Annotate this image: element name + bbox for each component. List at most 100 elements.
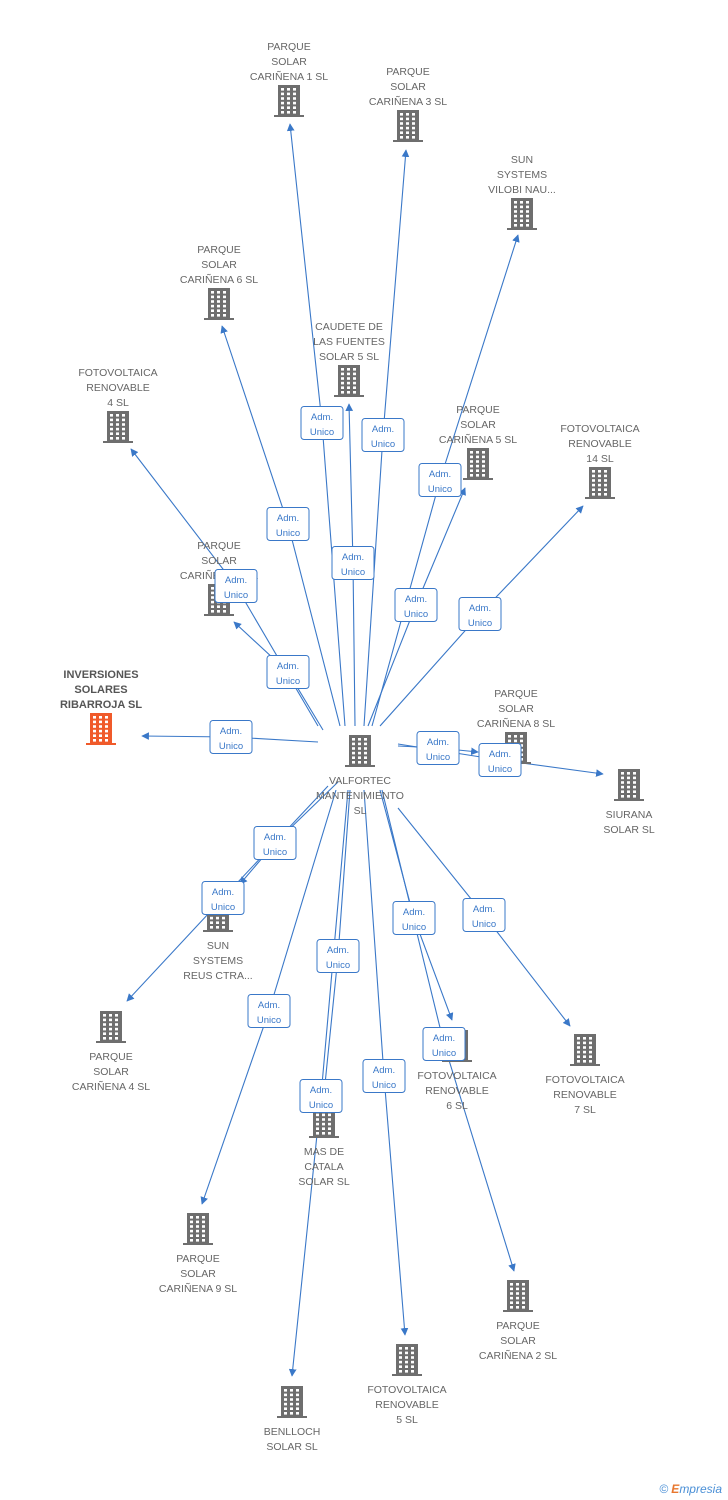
building-icon[interactable] xyxy=(503,1280,533,1312)
edge-label-box[interactable]: Adm.Unico xyxy=(361,418,405,452)
node-label-line: 4 SL xyxy=(107,397,129,409)
edge-label-frame xyxy=(299,1079,343,1113)
node-label-line: PARQUE xyxy=(197,244,241,256)
node-label-line: SUN xyxy=(511,154,533,166)
edge-label-frame xyxy=(300,406,344,440)
edge-label-box[interactable]: Adm.Unico xyxy=(394,588,438,622)
edge-label-box[interactable]: Adm.Unico xyxy=(299,1079,343,1113)
edge-label-box[interactable]: Adm.Unico xyxy=(253,826,297,860)
edge-label-box[interactable]: Adm.Unico xyxy=(266,655,310,689)
empresia-watermark[interactable]: ©Empresia xyxy=(659,1482,722,1496)
node-label-line: FOTOVOLTAICA xyxy=(78,367,157,379)
edge-label-box[interactable]: Adm.Unico xyxy=(214,569,258,603)
edge-label-box[interactable]: Adm.Unico xyxy=(362,1059,406,1093)
edge-label-box[interactable]: Adm.Unico xyxy=(392,901,436,935)
edge-label-box[interactable]: Adm.Unico xyxy=(316,939,360,973)
edge-label-box[interactable]: Adm.Unico xyxy=(300,406,344,440)
edge-label-box[interactable]: Adm.Unico xyxy=(418,463,462,497)
building-icon[interactable] xyxy=(309,1106,339,1138)
building-icon[interactable] xyxy=(334,365,364,397)
edge-label-text: Unico xyxy=(432,1048,456,1059)
building-icon[interactable] xyxy=(204,288,234,320)
building-icon[interactable] xyxy=(183,1213,213,1245)
edge-label-text: Unico xyxy=(371,439,395,450)
edge-label-text: Adm. xyxy=(225,575,247,586)
center-company-node[interactable]: VALFORTEC MANTENIMIENTO SL xyxy=(316,735,404,817)
node-label-line: RENOVABLE xyxy=(425,1085,488,1097)
building-icon[interactable] xyxy=(103,411,133,443)
node-label-line: SOLAR xyxy=(390,81,426,93)
node-label-line: CARIÑENA 5 SL xyxy=(439,433,517,446)
edge-label-frame xyxy=(394,588,438,622)
edge-label-box[interactable]: Adm.Unico xyxy=(416,731,460,765)
building-icon[interactable] xyxy=(96,1011,126,1043)
node-label-line: SL xyxy=(354,805,367,817)
edge-label-frame xyxy=(209,720,253,754)
edge-label-text: Unico xyxy=(468,618,492,629)
building-icon[interactable] xyxy=(614,769,644,801)
building-icon[interactable] xyxy=(393,110,423,142)
brand-initial: E xyxy=(671,1482,680,1496)
edge-label-box[interactable]: Adm.Unico xyxy=(209,720,253,754)
node-label-line: VALFORTEC xyxy=(329,775,391,787)
edge-label-box[interactable]: Adm.Unico xyxy=(331,546,375,580)
node-label-line: MANTENIMIENTO xyxy=(316,790,404,802)
building-icon[interactable] xyxy=(274,85,304,117)
edge-label-box[interactable]: Adm.Unico xyxy=(422,1027,466,1061)
building-icon[interactable] xyxy=(585,467,615,499)
building-icon[interactable] xyxy=(392,1344,422,1376)
node-label-line: PARQUE xyxy=(267,41,311,53)
node-label-line: PARQUE xyxy=(496,1320,540,1332)
node-label-line: CAUDETE DE xyxy=(315,321,383,333)
edge-label-text: Adm. xyxy=(489,749,511,760)
edge-label-box[interactable]: Adm.Unico xyxy=(201,881,245,915)
node-label-line: PARQUE xyxy=(89,1051,133,1063)
edge-label-text: Unico xyxy=(211,902,235,913)
building-icon[interactable] xyxy=(345,735,375,767)
edge-label-frame xyxy=(422,1027,466,1061)
edge-label-box[interactable]: Adm.Unico xyxy=(247,994,291,1028)
node-label-line: 7 SL xyxy=(574,1104,596,1116)
edge-label-text: Adm. xyxy=(429,469,451,480)
building-icon[interactable] xyxy=(507,198,537,230)
building-icon[interactable] xyxy=(570,1034,600,1066)
edge-label-text: Unico xyxy=(404,609,428,620)
building-icon[interactable] xyxy=(463,448,493,480)
node-label-line: CARIÑENA 9 SL xyxy=(159,1282,237,1295)
node-label: VALFORTEC MANTENIMIENTO SL xyxy=(316,775,404,817)
node-label-line: CATALA xyxy=(304,1161,343,1173)
node-label-line: SOLARES xyxy=(74,684,127,696)
edge-label-box[interactable]: Adm.Unico xyxy=(462,898,506,932)
edge-label-box[interactable]: Adm.Unico xyxy=(266,507,310,541)
edge-label-text: Unico xyxy=(402,922,426,933)
node-label-line: SOLAR xyxy=(460,419,496,431)
building-icon[interactable] xyxy=(86,713,116,745)
edge-label-box[interactable]: Adm.Unico xyxy=(478,743,522,777)
building-icon[interactable] xyxy=(277,1386,307,1418)
node-label-line: REUS CTRA... xyxy=(183,970,252,982)
edge-label-box[interactable]: Adm.Unico xyxy=(458,597,502,631)
